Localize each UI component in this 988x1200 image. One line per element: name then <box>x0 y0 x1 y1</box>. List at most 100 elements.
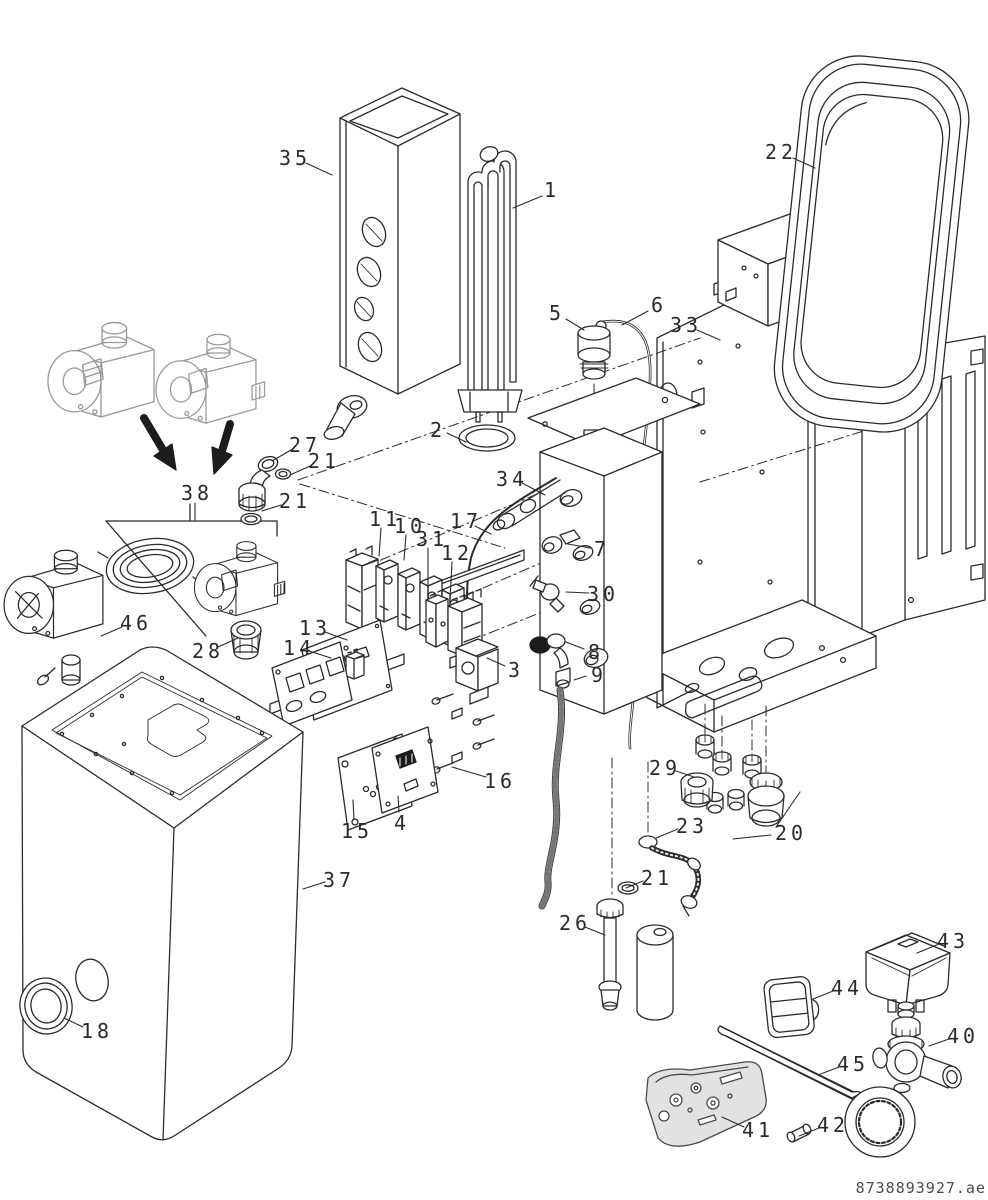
part-41-fastener-bag <box>645 1061 767 1147</box>
part-16-standoffs-screws <box>431 693 495 774</box>
leader-line-33 <box>696 329 721 341</box>
part-8-safety-valve <box>529 633 569 669</box>
part-label-21: 21 <box>278 489 312 513</box>
part-3-pressure-switch <box>449 638 499 705</box>
leader-line-43 <box>916 943 940 954</box>
part-29-cap <box>680 772 714 808</box>
leader-line-20 <box>732 834 772 840</box>
part-label-46: 46 <box>119 611 153 635</box>
part-31-relay <box>425 589 449 648</box>
part-26-standpipe <box>596 898 624 1011</box>
part-label-37: 37 <box>322 868 356 892</box>
leader-line-15 <box>352 799 355 821</box>
part-5-sensor <box>577 320 611 380</box>
leader-line-18 <box>63 1017 84 1028</box>
part-label-18: 18 <box>80 1019 114 1043</box>
replaced-pump-left <box>47 321 155 418</box>
elbow-fitting-upper <box>323 395 368 440</box>
part-label-26: 26 <box>558 911 592 935</box>
leader-line-6 <box>621 310 649 326</box>
part-label-20: 20 <box>774 821 808 845</box>
leader-line-8 <box>565 641 585 650</box>
leader-line-45 <box>817 1066 840 1076</box>
part-label-21: 21 <box>307 449 341 473</box>
leader-line-21 <box>625 880 644 889</box>
part-43-actuator <box>865 932 951 1013</box>
part-label-17: 17 <box>449 509 483 533</box>
part-38-bracket-lines <box>105 503 278 637</box>
part-20-cable-glands <box>695 734 785 827</box>
part-38-pump <box>193 541 286 617</box>
part-42-pin <box>786 1123 812 1143</box>
part-label-29: 29 <box>648 756 682 780</box>
part-44-cover-panel <box>763 976 820 1039</box>
part-label-27: 27 <box>288 433 322 457</box>
leader-line-27 <box>271 449 292 462</box>
leader-line-14 <box>308 650 332 659</box>
part-11-contactor <box>345 545 379 630</box>
spacer-cylinder <box>636 924 674 1021</box>
part-label-43: 43 <box>936 929 970 953</box>
leader-line-35 <box>305 162 333 176</box>
part-label-8: 8 <box>587 640 605 664</box>
leader-line-26 <box>584 926 606 936</box>
part-23-hose <box>638 835 702 917</box>
leader-line-5 <box>565 318 585 331</box>
leader-line-20 <box>775 791 801 828</box>
part-28-union-nut <box>230 620 262 660</box>
part-label-31: 31 <box>415 527 449 551</box>
part-label-10: 10 <box>393 514 427 538</box>
part-1-heating-element <box>457 146 523 423</box>
leader-line-13 <box>324 631 348 641</box>
part-label-21: 21 <box>640 866 674 890</box>
leader-line-40 <box>928 1038 950 1047</box>
leader-line-44 <box>812 990 834 1000</box>
part-label-2: 2 <box>429 418 447 442</box>
part-label-23: 23 <box>675 814 709 838</box>
leader-line-10 <box>403 534 407 561</box>
part-label-30: 30 <box>586 582 620 606</box>
part-27-elbow-fitting <box>238 455 279 512</box>
cable-coil <box>97 537 204 595</box>
part-label-40: 40 <box>946 1024 980 1048</box>
replacement-arrow-icon <box>140 414 234 475</box>
leader-line-46 <box>100 626 123 637</box>
part-46-pump-fitting <box>36 654 81 686</box>
leader-line-4 <box>397 795 400 813</box>
part-label-13: 13 <box>298 616 332 640</box>
part-label-16: 16 <box>483 769 517 793</box>
part-37-cabinet <box>19 646 304 1141</box>
leader-line-28 <box>217 637 239 648</box>
part-label-9: 9 <box>590 663 608 687</box>
part-label-1: 1 <box>543 178 561 202</box>
part-22-front-cover <box>773 55 970 433</box>
part-4-control-pcb <box>371 726 439 814</box>
part-34-heat-exchanger <box>492 377 701 715</box>
leader-line-30 <box>565 591 590 594</box>
leader-line-17 <box>474 525 492 535</box>
leader-line-34 <box>521 482 546 496</box>
leader-line-1 <box>512 195 543 209</box>
replaced-pump-right <box>155 333 266 424</box>
part-label-5: 5 <box>548 301 566 325</box>
part-label-22: 22 <box>764 140 798 164</box>
part-2-gasket-ring <box>458 424 516 452</box>
part-46-pump <box>3 549 104 639</box>
part-label-38: 38 <box>180 481 214 505</box>
braided-hose <box>538 686 566 910</box>
part-label-15: 15 <box>340 819 374 843</box>
part-label-42: 42 <box>816 1113 850 1137</box>
leader-line-23 <box>655 828 679 839</box>
leader-lines <box>63 157 950 1137</box>
part-21-washer-a <box>274 468 292 480</box>
part-label-33: 33 <box>669 313 703 337</box>
part-label-14: 14 <box>282 636 316 660</box>
part-40-valve <box>872 1001 962 1094</box>
part-label-35: 35 <box>278 146 312 170</box>
leader-line-7 <box>567 543 591 549</box>
leader-line-29 <box>675 770 695 778</box>
part-30-valve <box>529 575 565 613</box>
leader-line-22 <box>792 157 816 169</box>
